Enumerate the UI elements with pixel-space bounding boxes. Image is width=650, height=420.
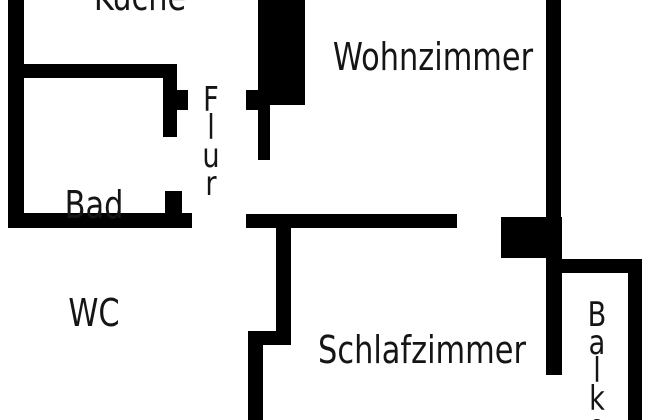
bad-door-jamb-bottom	[165, 191, 182, 215]
kueche-wall-block	[258, 0, 305, 105]
balkon-wall-block	[501, 217, 562, 258]
bad-wall-bottom	[8, 213, 192, 228]
outer-wall-left	[8, 0, 24, 228]
wohnzimmer-wall-right	[546, 0, 561, 218]
room-label-schlafzimmer: Schlafzimmer	[318, 328, 526, 372]
flur-wall-right	[258, 105, 270, 160]
schlafzimmer-wall-right	[546, 258, 562, 375]
room-label-bad-line1: Bad	[64, 183, 124, 227]
kueche-door-jamb	[246, 90, 258, 110]
balkon-wall-top	[561, 259, 642, 273]
schlafzimmer-wall-top	[246, 214, 457, 228]
schlafzimmer-wall-left-upper	[276, 228, 291, 345]
bad-wall-right	[163, 64, 177, 137]
bad-wall-top	[22, 64, 168, 78]
room-label-balkon: Balkon	[587, 295, 607, 420]
room-label-wohnzimmer: Wohnzimmer	[332, 35, 534, 79]
schlafzimmer-wall-left-lower	[248, 331, 263, 420]
balkon-wall-right	[628, 259, 642, 420]
room-label-bad-line2: WC	[68, 290, 120, 335]
room-label-kueche: Küche	[94, 0, 186, 16]
room-label-bad-wc: Bad WC	[65, 114, 124, 405]
bad-door-jamb-top	[176, 90, 188, 110]
